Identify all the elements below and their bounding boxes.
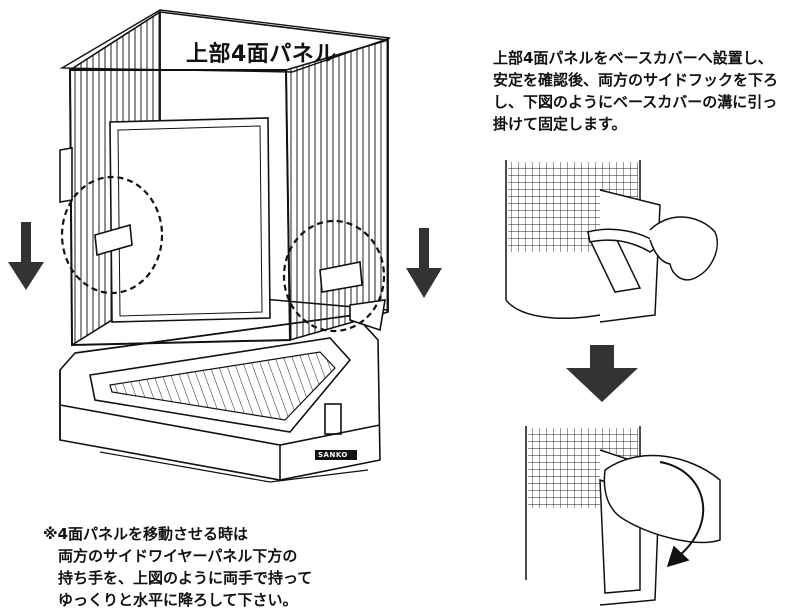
- down-arrow-center-icon: [566, 345, 638, 402]
- cage-drawing: [59, 9, 391, 483]
- instruction-line: 安定を確認後、両方のサイドフックを下ろ: [493, 71, 779, 89]
- down-arrow-left-icon: [8, 222, 44, 290]
- instruction-line: 上部4面パネルをベースカバーへ設置し、: [493, 49, 773, 67]
- note-line: ※4面パネルを移動させる時は: [43, 525, 249, 543]
- instruction-line: し、下図のようにベースカバーの溝に引っ: [493, 93, 778, 111]
- instruction-line: 掛けて固定します。: [493, 115, 627, 133]
- brand-label: SANKO: [318, 451, 348, 459]
- note-line: ゆっくりと水平に降ろして下さい。: [58, 591, 298, 609]
- down-arrow-right-icon: [406, 228, 442, 298]
- note-line: 両方のサイドワイヤーパネル下方の: [58, 547, 298, 565]
- hook-detail-after: [525, 426, 721, 606]
- top-panel-label: 上部4面パネル: [186, 42, 337, 67]
- moving-note: ※4面パネルを移動させる時は 両方のサイドワイヤーパネル下方の 持ち手を、上図の…: [43, 523, 373, 611]
- hook-detail-before: [505, 160, 718, 323]
- note-line: 持ち手を、上図のように両手で持って: [58, 569, 313, 587]
- instruction-text: 上部4面パネルをベースカバーへ設置し、 安定を確認後、両方のサイドフックを下ろ …: [493, 47, 805, 135]
